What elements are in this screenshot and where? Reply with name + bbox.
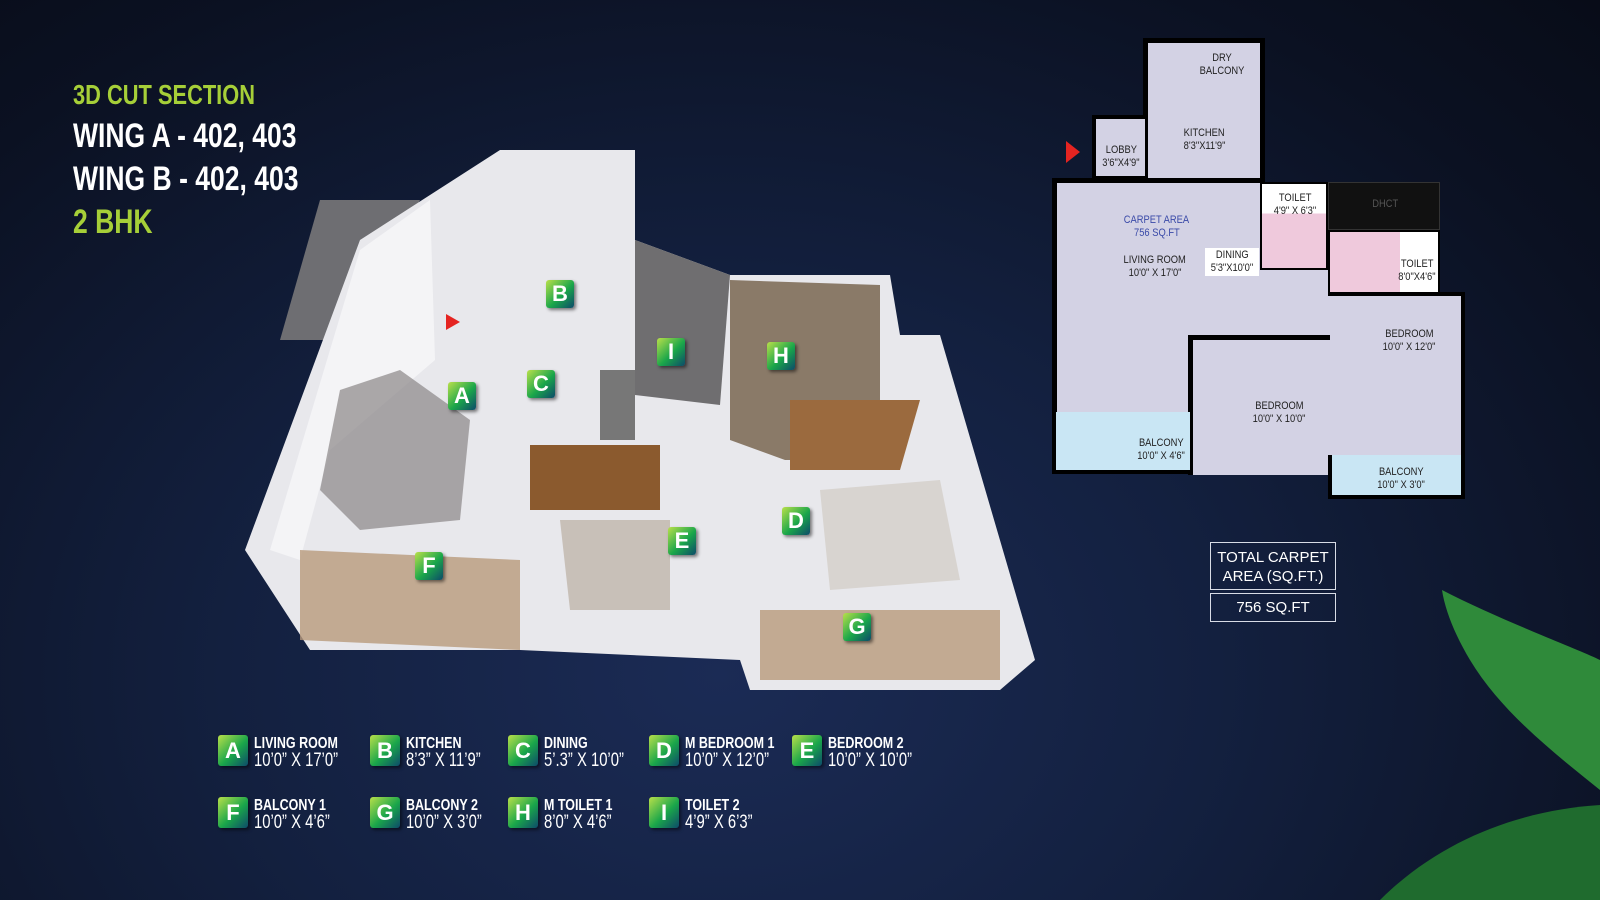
total-carpet-box: TOTAL CARPET AREA (SQ.FT.) 756 SQ.FT	[1210, 542, 1336, 622]
plan-balcony-2-label: BALCONY	[1378, 466, 1424, 478]
legend-name: TOILET 2	[685, 797, 740, 814]
legend-marker: A	[218, 735, 248, 766]
legend-name: LIVING ROOM	[254, 735, 338, 752]
balcony-1-area	[1052, 412, 1190, 474]
wardrobe	[530, 445, 660, 510]
title-block: 3D CUT SECTION WING A - 402, 403 WING B …	[73, 76, 362, 247]
bedroom-1-area	[1328, 292, 1465, 457]
plan-carpet-size: 756 SQ.FT	[1133, 227, 1180, 239]
legend-name: BALCONY 1	[254, 797, 326, 814]
legend-size: 8’0” X 4’6”	[544, 812, 612, 833]
plan-dry-balcony-label: DRY BALCONY	[1199, 52, 1245, 77]
legend-size: 8’3” X 11’9”	[406, 750, 481, 771]
plan-dining-label: DINING	[1215, 249, 1249, 261]
toilet-1-area	[1260, 182, 1328, 270]
marker-H: H	[767, 342, 795, 370]
left-wall	[270, 200, 435, 560]
3d-cut-render	[245, 150, 1035, 690]
plan-living-label: LIVING ROOM	[1123, 254, 1186, 266]
plan-balcony-1-label: BALCONY	[1138, 437, 1184, 449]
balcony-2-area	[1328, 455, 1465, 499]
plan-kitchen-label: KITCHEN	[1184, 127, 1226, 139]
legend-name: DINING	[544, 735, 588, 752]
marker-F: F	[415, 552, 443, 580]
legend-marker: G	[370, 797, 400, 828]
corridor	[1190, 270, 1335, 340]
legend-marker: B	[370, 735, 400, 766]
plan-dhct-label: DHCT	[1372, 198, 1399, 210]
legend-size: 10’0” X 4’6”	[254, 812, 330, 833]
legend-name: M TOILET 1	[544, 797, 613, 814]
bed-2	[560, 520, 670, 610]
plan-living-size: 10'0" X 17'0"	[1128, 267, 1182, 279]
plan-dining-size: 5'3"X10'0"	[1210, 262, 1254, 274]
legend-marker: E	[792, 735, 822, 766]
marker-G: G	[843, 613, 871, 641]
bed-1	[820, 480, 960, 590]
wing-b-label: WING B - 402, 403	[73, 160, 299, 198]
plan-balcony-1-size: 10'0" X 4'6"	[1137, 450, 1185, 462]
legend-name: BALCONY 2	[406, 797, 478, 814]
legend-size: 10’0” X 17’0”	[254, 750, 339, 771]
plan-lobby-label: LOBBY	[1105, 144, 1137, 156]
total-carpet-value: 756 SQ.FT	[1210, 593, 1336, 622]
toilet-wall	[635, 240, 730, 405]
plan-carpet-label: CARPET AREA	[1123, 214, 1190, 226]
entry-arrow-icon	[446, 314, 460, 330]
plan-toilet-1-size: 4'9" X 6'3"	[1273, 205, 1317, 217]
legend-size: 10’0” X 3’0”	[406, 812, 482, 833]
legend-marker: C	[508, 735, 538, 766]
plan-toilet-2-label: TOILET	[1400, 258, 1434, 270]
plan-kitchen-size: 8'3"X11'9"	[1183, 140, 1226, 152]
legend-marker: I	[649, 797, 679, 828]
section-label: 3D CUT SECTION	[73, 79, 256, 110]
total-carpet-label: TOTAL CARPET AREA (SQ.FT.)	[1210, 542, 1336, 590]
sofa	[320, 370, 470, 530]
balcony-1	[300, 550, 520, 650]
marker-D: D	[782, 507, 810, 535]
legend-size: 4’9” X 6’3”	[685, 812, 753, 833]
entry-arrow-icon	[1066, 141, 1080, 163]
balcony-2	[760, 610, 1000, 680]
bhk-label: 2 BHK	[73, 203, 153, 241]
legend-name: BEDROOM 2	[828, 735, 904, 752]
plan-lobby-size: 3'6"X4'9"	[1102, 157, 1140, 169]
plan-bedroom-2-size: 10'0" X 10'0"	[1252, 413, 1306, 425]
plan-toilet-2-size: 8'0"X4'6"	[1398, 271, 1436, 283]
plan-toilet-1-label: TOILET	[1278, 192, 1312, 204]
cabinet	[790, 400, 920, 470]
marker-C: C	[527, 370, 555, 398]
marker-I: I	[657, 338, 685, 366]
plan-balcony-2-size: 10'0" X 3'0"	[1377, 479, 1425, 491]
legend-size: 5’.3” X 10’0”	[544, 750, 624, 771]
bedroom-2-area	[1188, 335, 1330, 475]
plan-bedroom-1-label: BEDROOM	[1384, 328, 1434, 340]
legend-size: 10’0” X 10’0”	[828, 750, 913, 771]
dhct-area	[1328, 182, 1440, 230]
marker-B: B	[546, 280, 574, 308]
legend-marker: D	[649, 735, 679, 766]
marker-E: E	[668, 527, 696, 555]
legend-marker: F	[218, 797, 248, 828]
marker-A: A	[448, 382, 476, 410]
dining-table	[600, 370, 635, 440]
legend-name: M BEDROOM 1	[685, 735, 775, 752]
kitchen-area	[1143, 38, 1265, 203]
leaf-decoration-icon	[1380, 590, 1600, 900]
legend-size: 10’0” X 12’0”	[685, 750, 770, 771]
wing-a-label: WING A - 402, 403	[73, 117, 297, 155]
legend-name: KITCHEN	[406, 735, 462, 752]
legend-marker: H	[508, 797, 538, 828]
plan-bedroom-1-size: 10'0" X 12'0"	[1382, 341, 1436, 353]
plan-bedroom-2-label: BEDROOM	[1254, 400, 1304, 412]
